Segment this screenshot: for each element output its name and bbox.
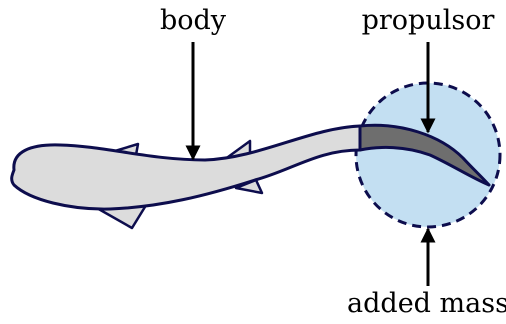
propulsor-label: propulsor [362,5,495,36]
added-mass-label: added mass [347,288,506,319]
body-label: body [160,5,227,36]
fish-body [12,126,360,209]
